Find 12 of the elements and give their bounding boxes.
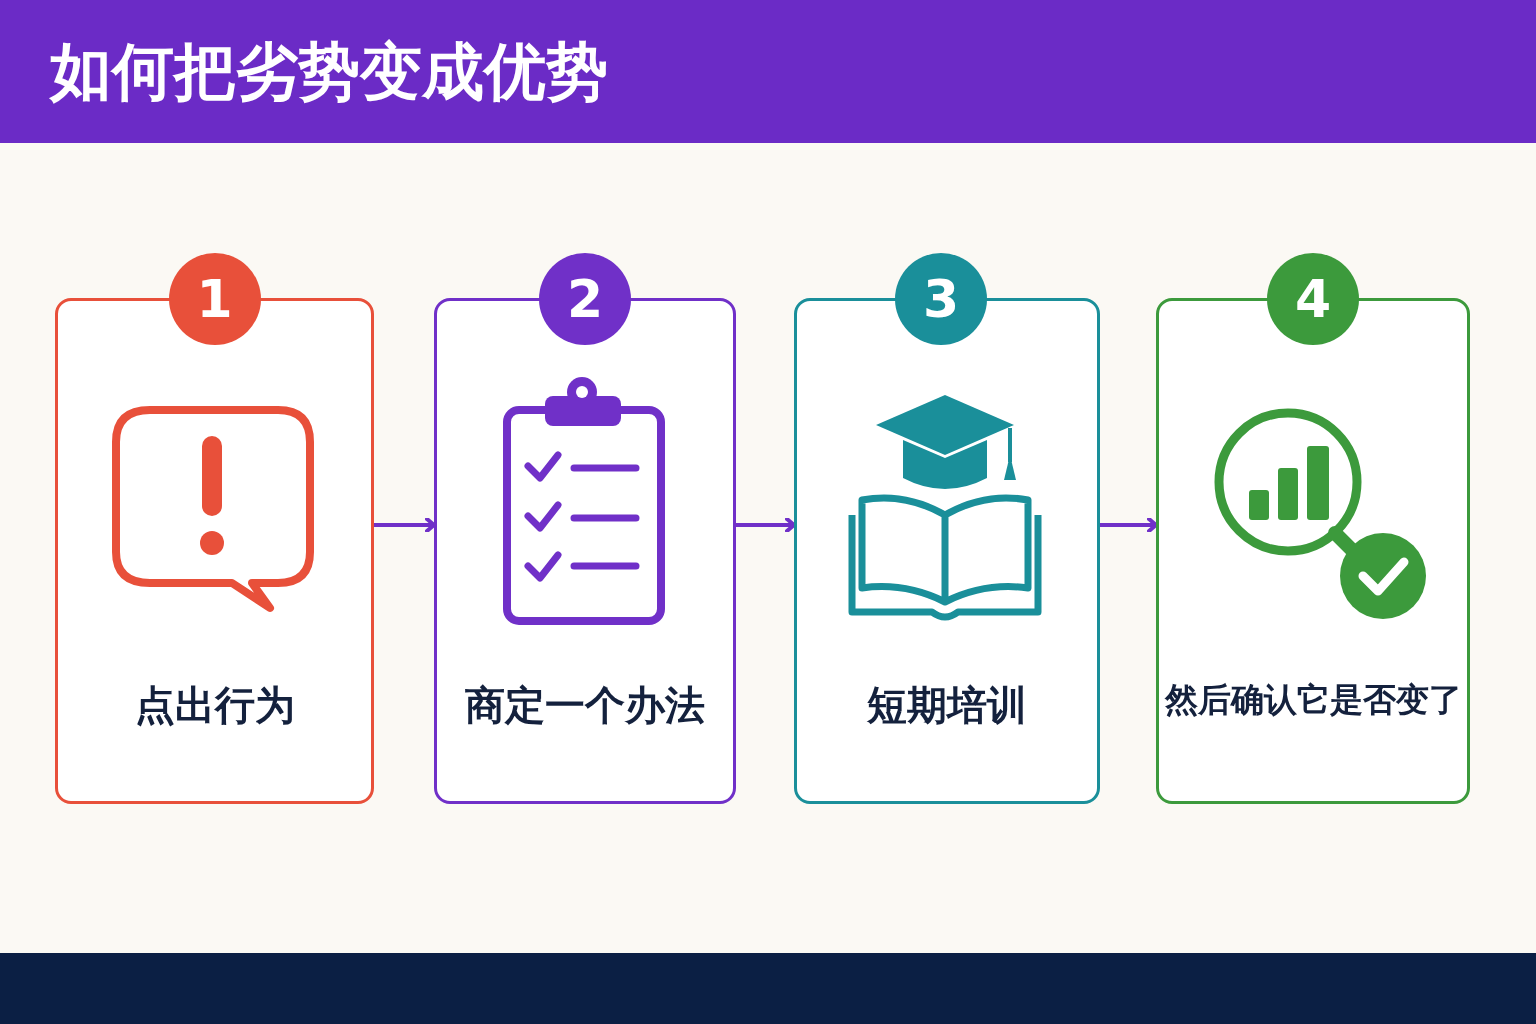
step-number-badge: 4 — [1267, 253, 1359, 345]
step-label: 商定一个办法 — [464, 681, 706, 730]
arrow — [1098, 517, 1158, 533]
step-label: 短期培训 — [866, 681, 1028, 730]
step-number-badge: 1 — [168, 253, 261, 345]
title: 如何把劣势变成优势 — [50, 34, 608, 110]
arrow — [734, 517, 796, 533]
step-number-badge: 3 — [895, 253, 987, 345]
step-label: 然后确认它是否变了 — [1163, 679, 1463, 721]
step-number-badge: 2 — [539, 253, 631, 345]
arrow — [372, 517, 436, 533]
step-label: 点出行为 — [133, 681, 296, 730]
